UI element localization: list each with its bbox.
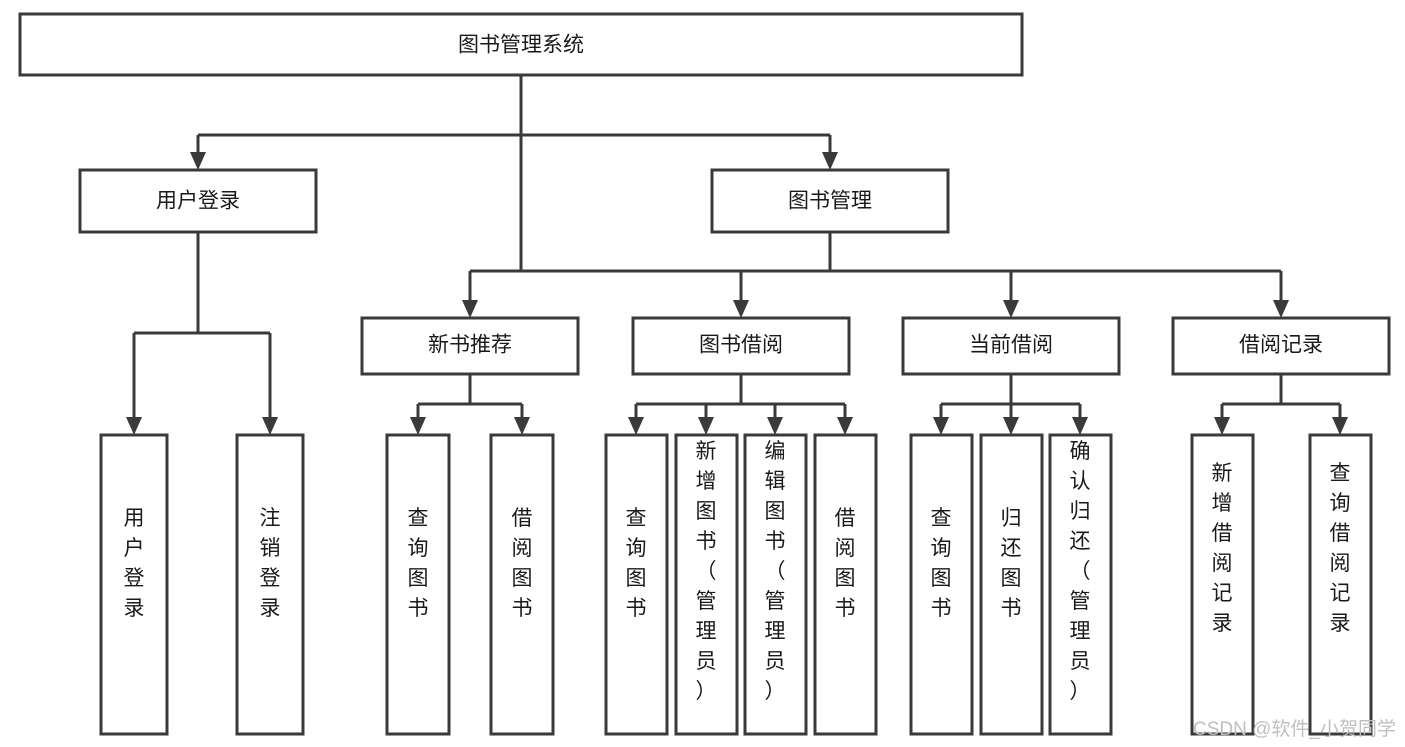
node-book-borrow-label: 图书借阅 bbox=[699, 334, 783, 357]
leaf-return-book-label: 归还图书 bbox=[1001, 507, 1022, 620]
arrow-borrow-record bbox=[1273, 300, 1289, 318]
leaf-query-book-1-label: 查询图书 bbox=[408, 507, 429, 620]
leaf-edit-book-label: 编辑图书（管理员） bbox=[765, 440, 786, 703]
leaf-query-book-2-box[interactable] bbox=[604, 433, 669, 736]
arrow-borrow-book-1 bbox=[514, 417, 530, 435]
leaf-confirm-return-box[interactable] bbox=[1048, 433, 1113, 736]
leaf-add-record[interactable]: 新增借阅记录 bbox=[1190, 433, 1255, 736]
node-root-box[interactable] bbox=[18, 12, 1024, 77]
leaf-add-record-label: 新增借阅记录 bbox=[1212, 462, 1233, 635]
arrow-query-book-3 bbox=[933, 417, 949, 435]
leaf-user-login[interactable]: 用户登录 bbox=[99, 433, 169, 736]
leaf-query-book-3-box[interactable] bbox=[909, 433, 974, 736]
arrow-add-record bbox=[1214, 417, 1230, 435]
node-current-borrow-label: 当前借阅 bbox=[969, 334, 1053, 357]
leaf-borrow-book-1[interactable]: 借阅图书 bbox=[489, 433, 555, 736]
node-new-book-recommend-box[interactable] bbox=[360, 316, 580, 376]
arrow-leaf-user-login bbox=[126, 417, 142, 435]
leaf-user-logout[interactable]: 注销登录 bbox=[235, 433, 305, 736]
node-current-borrow[interactable]: 当前借阅 bbox=[901, 316, 1121, 376]
arrow-edit-book bbox=[767, 417, 783, 435]
leaf-query-book-3[interactable]: 查询图书 bbox=[909, 433, 974, 736]
node-book-manage-box[interactable] bbox=[710, 168, 950, 234]
node-current-borrow-box[interactable] bbox=[901, 316, 1121, 376]
node-user-login[interactable]: 用户登录 bbox=[78, 168, 318, 234]
leaf-confirm-return[interactable]: 确认归还（管理员） bbox=[1048, 433, 1113, 736]
arrow-book-manage bbox=[822, 152, 838, 170]
leaf-user-login-box[interactable] bbox=[99, 433, 169, 736]
arrow-new-book-recommend bbox=[462, 300, 478, 318]
leaf-user-login-label: 用户登录 bbox=[124, 507, 145, 620]
node-borrow-record[interactable]: 借阅记录 bbox=[1171, 316, 1391, 376]
leaf-query-book-1-box[interactable] bbox=[385, 433, 451, 736]
node-new-book-recommend[interactable]: 新书推荐 bbox=[360, 316, 580, 376]
leaf-query-record[interactable]: 查询借阅记录 bbox=[1308, 433, 1373, 736]
leaf-user-logout-box[interactable] bbox=[235, 433, 305, 736]
leaf-query-record-box[interactable] bbox=[1308, 433, 1373, 736]
leaf-edit-book-box[interactable] bbox=[743, 433, 808, 736]
leaf-edit-book[interactable]: 编辑图书（管理员） bbox=[743, 433, 808, 736]
leaf-add-book-box[interactable] bbox=[674, 433, 739, 736]
leaf-add-book[interactable]: 新增图书（管理员） bbox=[674, 433, 739, 736]
node-book-manage-label: 图书管理 bbox=[788, 190, 872, 213]
leaf-query-book-2-label: 查询图书 bbox=[626, 507, 647, 620]
arrow-query-book-2 bbox=[628, 417, 644, 435]
leaf-borrow-book-1-box[interactable] bbox=[489, 433, 555, 736]
node-user-login-box[interactable] bbox=[78, 168, 318, 234]
node-book-borrow-box[interactable] bbox=[631, 316, 851, 376]
leaf-user-logout-label: 注销登录 bbox=[260, 507, 281, 620]
arrow-borrow-book-2 bbox=[837, 417, 853, 435]
csdn-watermark: CSDN @软件_小贺同学 bbox=[1193, 718, 1396, 740]
leaf-query-book-3-label: 查询图书 bbox=[931, 507, 952, 620]
node-borrow-record-box[interactable] bbox=[1171, 316, 1391, 376]
leaf-confirm-return-label: 确认归还（管理员） bbox=[1070, 440, 1091, 703]
arrow-query-record bbox=[1332, 417, 1348, 435]
leaf-return-book-box[interactable] bbox=[979, 433, 1044, 736]
leaf-borrow-book-2[interactable]: 借阅图书 bbox=[813, 433, 878, 736]
node-new-book-recommend-label: 新书推荐 bbox=[428, 334, 512, 357]
leaf-add-book-label: 新增图书（管理员） bbox=[696, 440, 717, 703]
arrow-current-borrow bbox=[1003, 300, 1019, 318]
arrow-query-book-1 bbox=[410, 417, 426, 435]
leaf-query-record-label: 查询借阅记录 bbox=[1330, 462, 1351, 635]
arrow-leaf-user-logout bbox=[262, 417, 278, 435]
leaf-query-book-2[interactable]: 查询图书 bbox=[604, 433, 669, 736]
node-borrow-record-label: 借阅记录 bbox=[1239, 334, 1323, 357]
arrow-user-login bbox=[190, 152, 206, 170]
leaf-borrow-book-1-label: 借阅图书 bbox=[512, 507, 533, 620]
node-book-manage[interactable]: 图书管理 bbox=[710, 168, 950, 234]
leaf-query-book-1[interactable]: 查询图书 bbox=[385, 433, 451, 736]
connector-layer bbox=[126, 75, 1348, 435]
leaf-borrow-book-2-label: 借阅图书 bbox=[835, 507, 856, 620]
leaf-borrow-book-2-box[interactable] bbox=[813, 433, 878, 736]
node-root[interactable]: 图书管理系统 bbox=[18, 12, 1024, 77]
arrow-return-book bbox=[1003, 417, 1019, 435]
arrow-confirm-return bbox=[1072, 417, 1088, 435]
node-user-login-label: 用户登录 bbox=[156, 190, 240, 213]
leaf-return-book[interactable]: 归还图书 bbox=[979, 433, 1044, 736]
node-root-label: 图书管理系统 bbox=[458, 34, 584, 57]
leaf-add-record-box[interactable] bbox=[1190, 433, 1255, 736]
arrow-book-borrow bbox=[733, 300, 749, 318]
node-book-borrow[interactable]: 图书借阅 bbox=[631, 316, 851, 376]
arrow-add-book bbox=[698, 417, 714, 435]
